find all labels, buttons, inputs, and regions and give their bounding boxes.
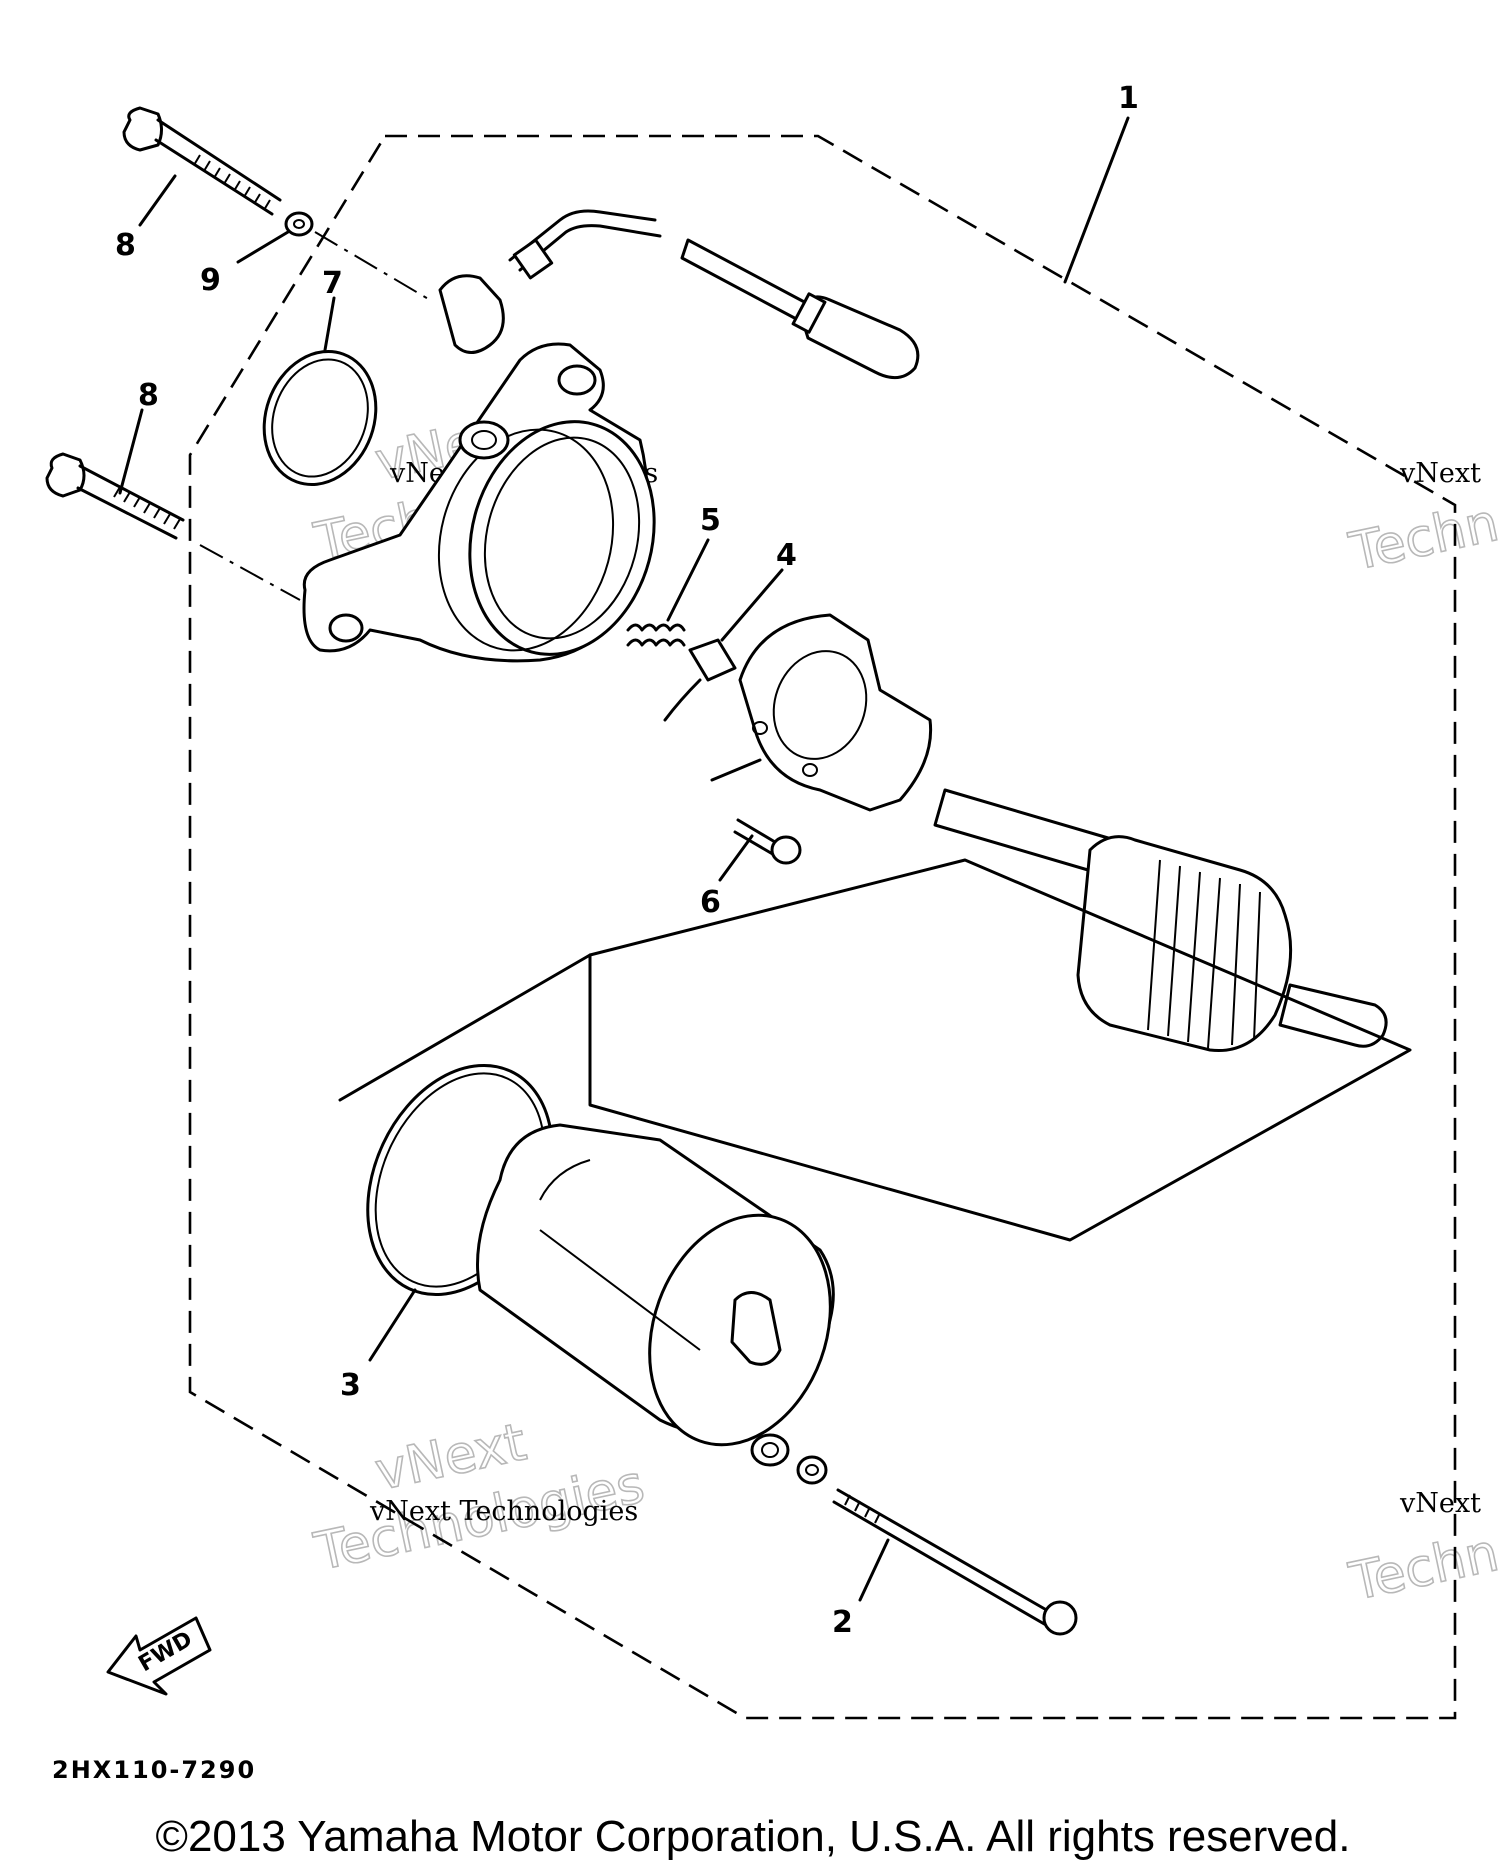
watermark-edge-small-bottom: vNext [1399, 1488, 1481, 1519]
callout-9: 9 [200, 263, 221, 298]
callout-7: 7 [322, 266, 343, 301]
callout-5: 5 [700, 503, 721, 538]
watermark-edge-small-top: vNext [1399, 458, 1481, 489]
yoke-motor-body [476, 1123, 835, 1447]
yoke-plane-edge [338, 953, 592, 1102]
spring-5 [626, 538, 710, 647]
callout-2: 2 [832, 1605, 853, 1640]
through-bolt-2 [832, 1488, 1078, 1636]
washer-9 [236, 211, 314, 264]
screw-6 [718, 818, 802, 882]
fwd-arrow: FWD [106, 1616, 212, 1696]
watermark-edge-big-top: Techn [1344, 493, 1504, 583]
watermark-edge-big-bottom: Techn [1344, 1523, 1504, 1613]
callout-3: 3 [340, 1368, 361, 1403]
leader-line-1 [1063, 116, 1130, 284]
bolt-8-lower [45, 408, 185, 540]
callout-4: 4 [776, 538, 797, 573]
callout-8-upper: 8 [115, 228, 136, 263]
yoke-plane-outline [588, 858, 1412, 1242]
callout-1: 1 [1118, 81, 1139, 116]
o-ring-7 [262, 296, 378, 487]
armature [933, 788, 1388, 1053]
brush-plate [710, 613, 933, 812]
front-cover-housing [302, 209, 920, 663]
bolt-8-upper [122, 106, 282, 227]
callout-8-lower: 8 [138, 378, 159, 413]
watermark-small-bottom: vNext Technologies [369, 1496, 638, 1527]
brush-4 [663, 568, 784, 722]
end-washers [750, 1433, 828, 1485]
callout-6: 6 [700, 885, 721, 920]
axis-lines [199, 231, 431, 601]
copyright-notice: ©2013 Yamaha Motor Corporation, U.S.A. A… [155, 1812, 1351, 1861]
diagram-code: 2HX110-7290 [52, 1756, 256, 1784]
